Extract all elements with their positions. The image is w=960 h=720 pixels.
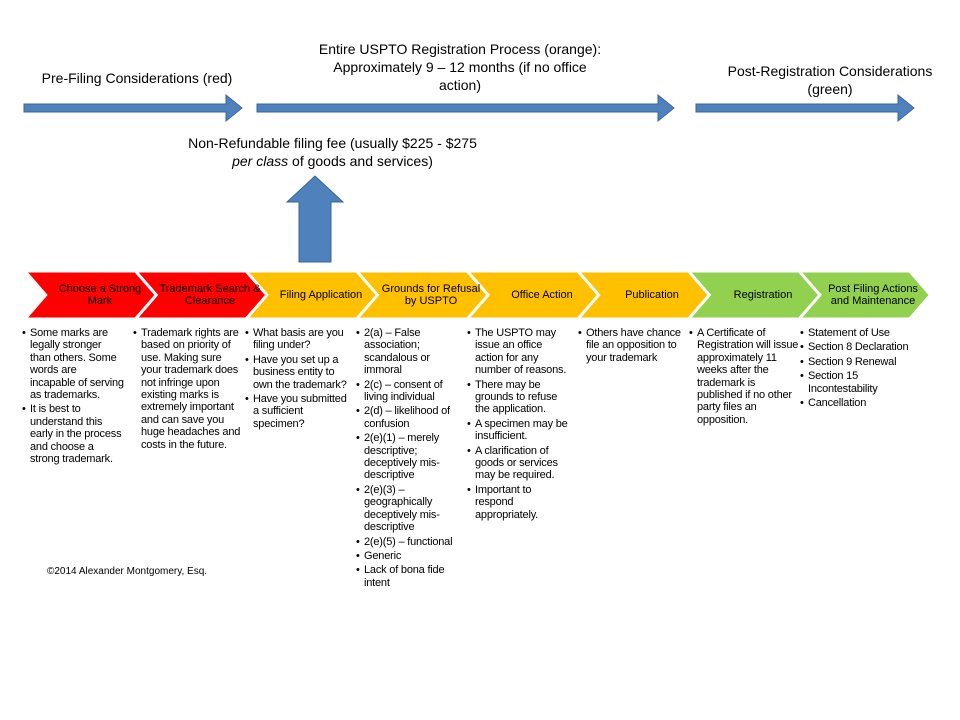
- chevron-step-2: [136, 271, 267, 319]
- list-item: 2(a) – False association; scandalous or …: [356, 327, 466, 377]
- list-item: Trademark rights are based on priority o…: [133, 327, 241, 451]
- chevron-step-3: [247, 271, 377, 319]
- list-item: Lack of bona fide intent: [356, 564, 466, 589]
- details-grounds-for-refusal: 2(a) – False association; scandalous or …: [356, 327, 466, 591]
- list-item: The USPTO may issue an office action for…: [467, 327, 571, 377]
- list-item: Have you set up a business entity to own…: [245, 354, 349, 391]
- list-item: 2(c) – consent of living individual: [356, 379, 466, 404]
- registration-process-line2: Approximately 9 – 12 months (if no offic…: [333, 59, 587, 75]
- list-item: Section 9 Renewal: [800, 356, 912, 369]
- pre-filing-arrow: [23, 93, 243, 123]
- filing-fee-note: Non-Refundable filing fee (usually $225 …: [160, 134, 505, 170]
- registration-process-arrow: [256, 93, 675, 123]
- chevron-step-6: [578, 271, 709, 319]
- list-item: 2(d) – likelihood of confusion: [356, 405, 466, 430]
- list-item: A clarification of goods or services may…: [467, 445, 571, 482]
- chevron-step-5: [468, 271, 599, 319]
- details-choose-strong-mark: Some marks are legally stronger than oth…: [22, 327, 124, 467]
- filing-fee-goods-services: of goods and services): [288, 153, 433, 169]
- details-post-filing: Statement of Use Section 8 Declaration S…: [800, 327, 912, 411]
- chevron-step-1: [25, 271, 156, 319]
- list-item: It is best to understand this early in t…: [22, 403, 124, 465]
- list-item: Others have chance file an opposition to…: [578, 327, 686, 364]
- post-registration-arrow: [695, 93, 915, 123]
- list-item: 2(e)(5) – functional: [356, 536, 466, 549]
- list-item: Some marks are legally stronger than oth…: [22, 327, 124, 401]
- list-item: Have you submitted a sufficient specimen…: [245, 393, 349, 430]
- list-item: What basis are you filing under?: [245, 327, 349, 352]
- chevron-step-4: [357, 271, 488, 319]
- step-registration: Registration: [733, 289, 793, 301]
- list-item: A specimen may be insufficient.: [467, 418, 571, 443]
- process-steps: [25, 271, 930, 319]
- step-choose-strong-mark: Choose a Strong Mark: [58, 283, 142, 307]
- filing-fee-line2: per class of goods and services): [160, 152, 505, 170]
- filing-fee-line1: Non-Refundable filing fee (usually $225 …: [188, 135, 477, 151]
- post-registration-line2: (green): [807, 81, 853, 97]
- post-registration-label: Post-Registration Considerations (green): [712, 62, 948, 98]
- chevron-step-8: [800, 271, 930, 319]
- registration-process-label: Entire USPTO Registration Process (orang…: [260, 40, 660, 94]
- list-item: Section 8 Declaration: [800, 341, 912, 354]
- step-trademark-search: Trademark Search & Clearance: [159, 283, 261, 307]
- step-office-action: Office Action: [511, 289, 573, 301]
- details-publication: Others have chance file an opposition to…: [578, 327, 686, 366]
- list-item: Section 15 Incontestability: [800, 370, 912, 395]
- details-filing-application: What basis are you filing under? Have yo…: [245, 327, 349, 432]
- details-registration: A Certificate of Registration will issue…: [689, 327, 799, 428]
- list-item: 2(e)(3) – geographically deceptively mis…: [356, 484, 466, 534]
- list-item: A Certificate of Registration will issue…: [689, 327, 799, 426]
- list-item: Statement of Use: [800, 327, 912, 340]
- registration-process-line1: Entire USPTO Registration Process (orang…: [318, 41, 602, 57]
- post-registration-line1: Post-Registration Considerations: [727, 63, 933, 79]
- list-item: Generic: [356, 550, 466, 563]
- list-item: There may be grounds to refuse the appli…: [467, 379, 571, 416]
- list-item: 2(e)(1) – merely descriptive; deceptivel…: [356, 432, 466, 482]
- pre-filing-label: Pre-Filing Considerations (red): [41, 70, 233, 86]
- details-office-action: The USPTO may issue an office action for…: [467, 327, 571, 523]
- step-filing-application: Filing Application: [279, 289, 363, 301]
- chevron-step-7: [689, 271, 820, 319]
- filing-up-arrow: [285, 175, 345, 263]
- step-post-filing-maintenance: Post Filing Actions and Maintenance: [828, 283, 918, 307]
- list-item: Cancellation: [800, 397, 912, 410]
- list-item: Important to respond appropriately.: [467, 484, 571, 521]
- filing-fee-per-class: per class: [232, 153, 289, 169]
- step-publication: Publication: [625, 289, 679, 301]
- copyright-notice: ©2014 Alexander Montgomery, Esq.: [47, 566, 208, 577]
- step-grounds-for-refusal: Grounds for Refusal by USPTO: [381, 283, 481, 307]
- details-trademark-search: Trademark rights are based on priority o…: [133, 327, 241, 453]
- registration-process-line3: action): [438, 77, 482, 93]
